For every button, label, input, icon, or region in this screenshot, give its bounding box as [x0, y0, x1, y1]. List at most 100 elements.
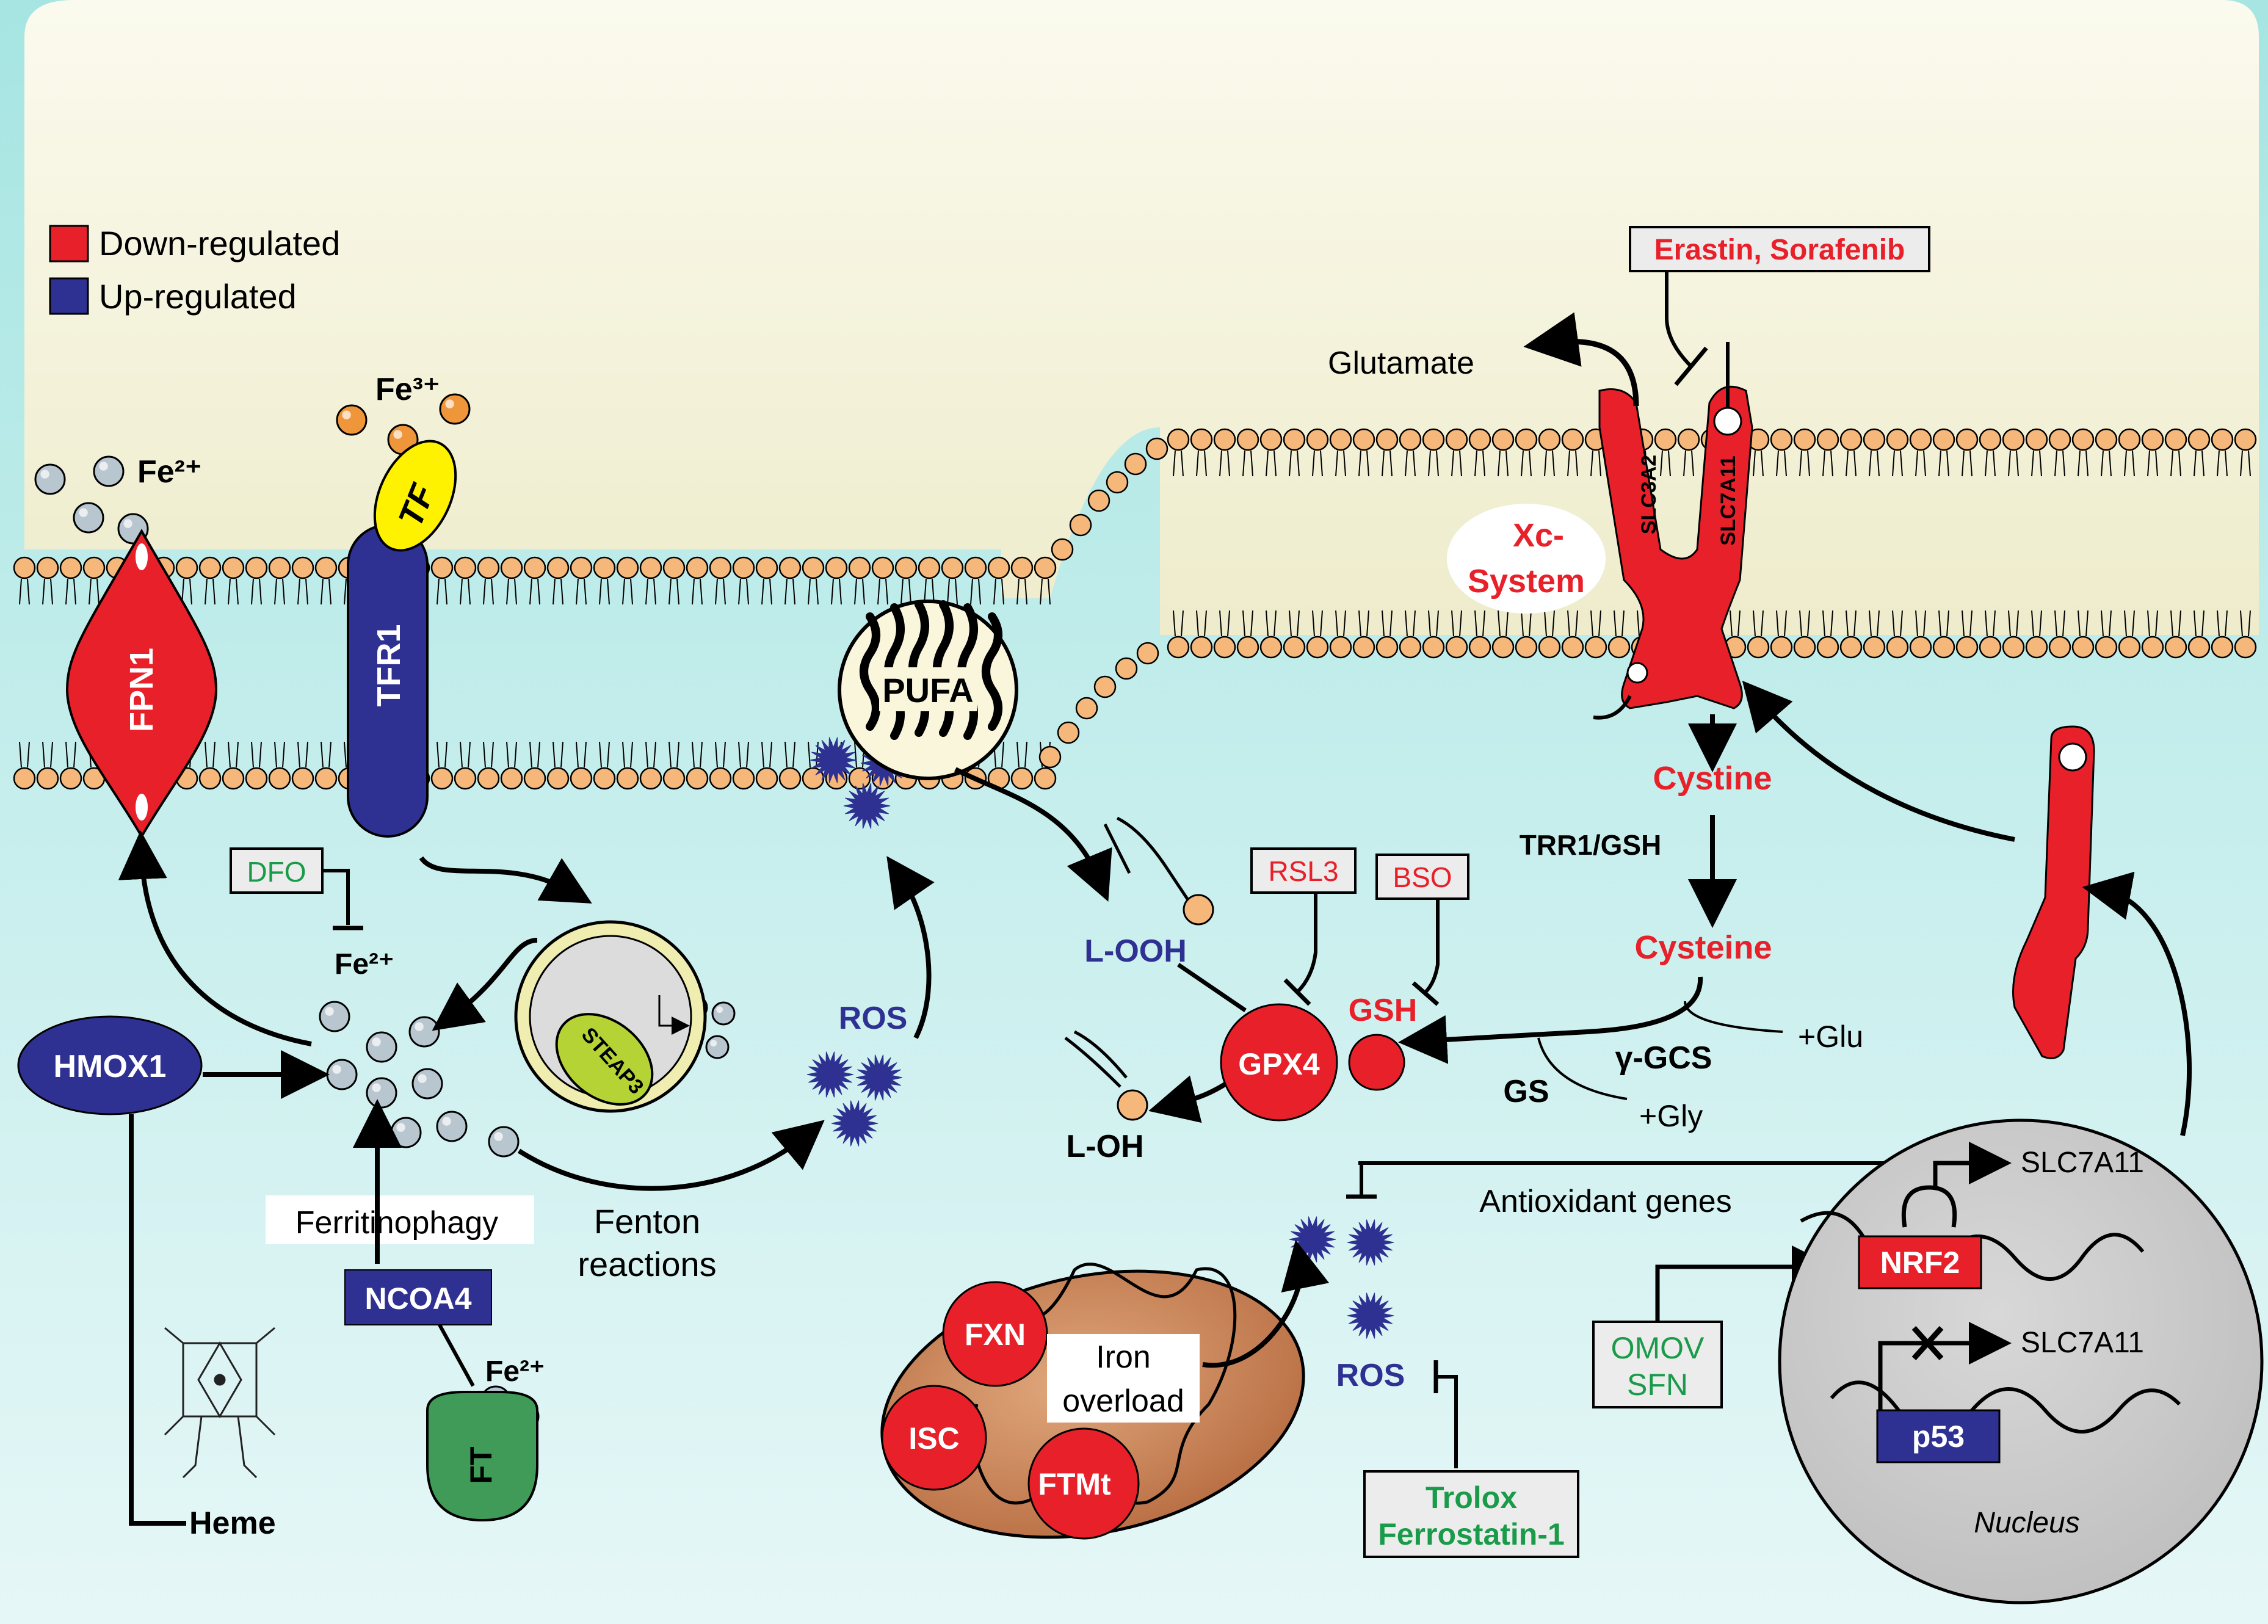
heme-label: Heme — [189, 1506, 276, 1541]
slc7a11-gene-bottom: SLC7A11 — [2021, 1327, 2144, 1359]
fe3-out-label: Fe³⁺ — [375, 372, 440, 407]
fe2-ion-out-1-shine — [99, 462, 108, 471]
rsl3-box — [1250, 847, 1357, 894]
slc7a11-label: SLC7A11 — [1717, 455, 1740, 545]
fe2-ion-pool-7 — [436, 1111, 468, 1142]
ros-top-label: ROS — [839, 1001, 908, 1036]
pufa-label-bg — [879, 667, 977, 711]
l-oh-lipid-icon — [1064, 1030, 1128, 1088]
fe2-ion-pool-5 — [411, 1068, 443, 1100]
bso-label: BSO — [1393, 861, 1452, 893]
isc-label: ISC — [908, 1421, 959, 1455]
pufa-to-looh-arrow — [954, 767, 1112, 902]
erastin-box — [1629, 226, 1930, 272]
steap3-enzyme — [555, 1013, 654, 1106]
plus-gly-label: +Gly — [1639, 1099, 1703, 1133]
gsh-label: GSH — [1349, 993, 1418, 1028]
iron-overload-bg — [1047, 1334, 1200, 1423]
fe2-ion-endosome-1 — [711, 1001, 736, 1026]
nrf2-label: NRF2 — [1880, 1245, 1960, 1280]
mito-ros-arrow — [1202, 1239, 1330, 1368]
ferritinophagy-label: Ferritinophagy — [295, 1205, 498, 1241]
antioxidant-genes-label: Antioxidant genes — [1479, 1184, 1731, 1219]
isc-cluster — [881, 1385, 987, 1491]
fe2-ion-pool-0 — [319, 1001, 350, 1032]
fe2-ion-out-1 — [93, 455, 125, 487]
ncoa4-label: NCOA4 — [364, 1281, 471, 1316]
fe2-ion-pool-8 — [488, 1126, 520, 1158]
fe2-ion-endosome-2 — [705, 1035, 730, 1059]
xc-system-label-bg — [1447, 504, 1606, 614]
rsl3-inhibit-bar — [1283, 978, 1311, 1006]
slc7a11-new-pore — [2058, 742, 2087, 772]
fe2-ion-pool-5-shine — [418, 1074, 427, 1083]
glu-input-line — [1684, 1001, 1783, 1033]
gamma-gcs-label: γ-GCS — [1615, 1040, 1712, 1076]
trolox-label-1: Trolox — [1426, 1481, 1517, 1515]
ftmt-label: FTMt — [1038, 1467, 1111, 1501]
cysteine-to-gsh-arrow — [1398, 976, 1703, 1064]
legend-up-swatch — [49, 277, 89, 315]
ncoa4-box — [344, 1269, 492, 1325]
nrf2-box — [1858, 1235, 1982, 1289]
legend-down-label: Down-regulated — [99, 224, 340, 263]
slc3a2-tail — [1593, 695, 1632, 720]
fenton-arrow — [517, 1120, 825, 1191]
fe3-ion-out-0-shine — [342, 410, 351, 419]
fenton-label-2: reactions — [578, 1245, 716, 1283]
fe2-ion-pool-3 — [326, 1059, 358, 1090]
fpn1-pore-bottom — [136, 794, 148, 821]
l-oh-head — [1117, 1089, 1148, 1121]
fe2-ion-endosome-1-shine — [716, 1006, 723, 1013]
fe3-ion-out-0 — [336, 404, 368, 436]
trr1-label: TRR1/GSH — [1520, 829, 1662, 861]
slc3a2-label: SLC3A2 — [1637, 455, 1661, 534]
pufa-label: PUFA — [882, 671, 973, 709]
trolox-inhibit-line — [1438, 1375, 1458, 1468]
lipid-bilayer — [13, 428, 2257, 790]
slc7a11-newly-synthesized — [2012, 725, 2095, 1059]
erastin-inhibit-line — [1665, 271, 1693, 368]
glutamate-label: Glutamate — [1328, 346, 1474, 381]
ft-label: FT — [464, 1446, 498, 1484]
slc7a11-to-membrane-arrow — [1742, 680, 2015, 842]
trolox-label-2: Ferrostatin-1 — [1378, 1517, 1565, 1551]
nucleus-label: Nucleus — [1974, 1507, 2079, 1539]
nucleus-to-slc7a11-arrow — [2082, 871, 2192, 1136]
slc7a11-gene-top: SLC7A11 — [2021, 1147, 2144, 1179]
omov-label-2: SFN — [1627, 1368, 1688, 1402]
membrane-slope — [1038, 437, 1168, 769]
fpn1-label: FPN1 — [123, 648, 160, 732]
slc3a2-pore-bottom — [1626, 662, 1648, 684]
fe2-ion-out-0-shine — [40, 469, 49, 479]
ftmt-protein — [1027, 1427, 1140, 1540]
gsh-cofactor — [1348, 1034, 1405, 1091]
fe2-ion-out-2 — [73, 502, 104, 534]
ros-to-pufa-arrow — [886, 856, 935, 1039]
ros-star-cyto-0 — [806, 1051, 854, 1098]
slc7a11-pore-top — [1713, 407, 1742, 436]
ros-bottom-label: ROS — [1336, 1358, 1405, 1393]
endosome-fe-release-arrow — [432, 938, 538, 1031]
bso-inhibit-bar — [1411, 981, 1440, 1006]
omov-to-nrf2-arrow — [1655, 1245, 1835, 1322]
static-elements: Down-regulated Up-regulated FPN1 Fe²⁺ TF… — [17, 224, 2264, 1604]
fe2-ion-pool-1 — [366, 1031, 397, 1063]
fe2-ion-pool-1-shine — [372, 1037, 381, 1046]
fe2-ion-pool-2-shine — [415, 1022, 424, 1031]
l-oh-label: L-OH — [1066, 1129, 1143, 1164]
gs-label: GS — [1503, 1074, 1549, 1109]
p53-label: p53 — [1912, 1419, 1965, 1454]
ft-fe2-label: Fe²⁺ — [485, 1355, 545, 1388]
ncoa4-ft-line — [438, 1324, 475, 1387]
fe3-ion-out-2-shine — [445, 399, 454, 408]
fe2-ion-pool-3-shine — [332, 1065, 341, 1074]
xc-system-label-1: Xc- — [1513, 517, 1564, 554]
steap3-reduction-arrow — [658, 995, 690, 1035]
heme-line — [129, 1114, 186, 1526]
erastin-inhibit-bar — [1674, 346, 1708, 386]
erastin-label: Erastin, Sorafenib — [1654, 234, 1905, 266]
ros-star-membrane-2 — [843, 783, 891, 829]
fe2-ion-out-2-shine — [79, 508, 88, 517]
tfr1-label: TFR1 — [371, 625, 407, 707]
